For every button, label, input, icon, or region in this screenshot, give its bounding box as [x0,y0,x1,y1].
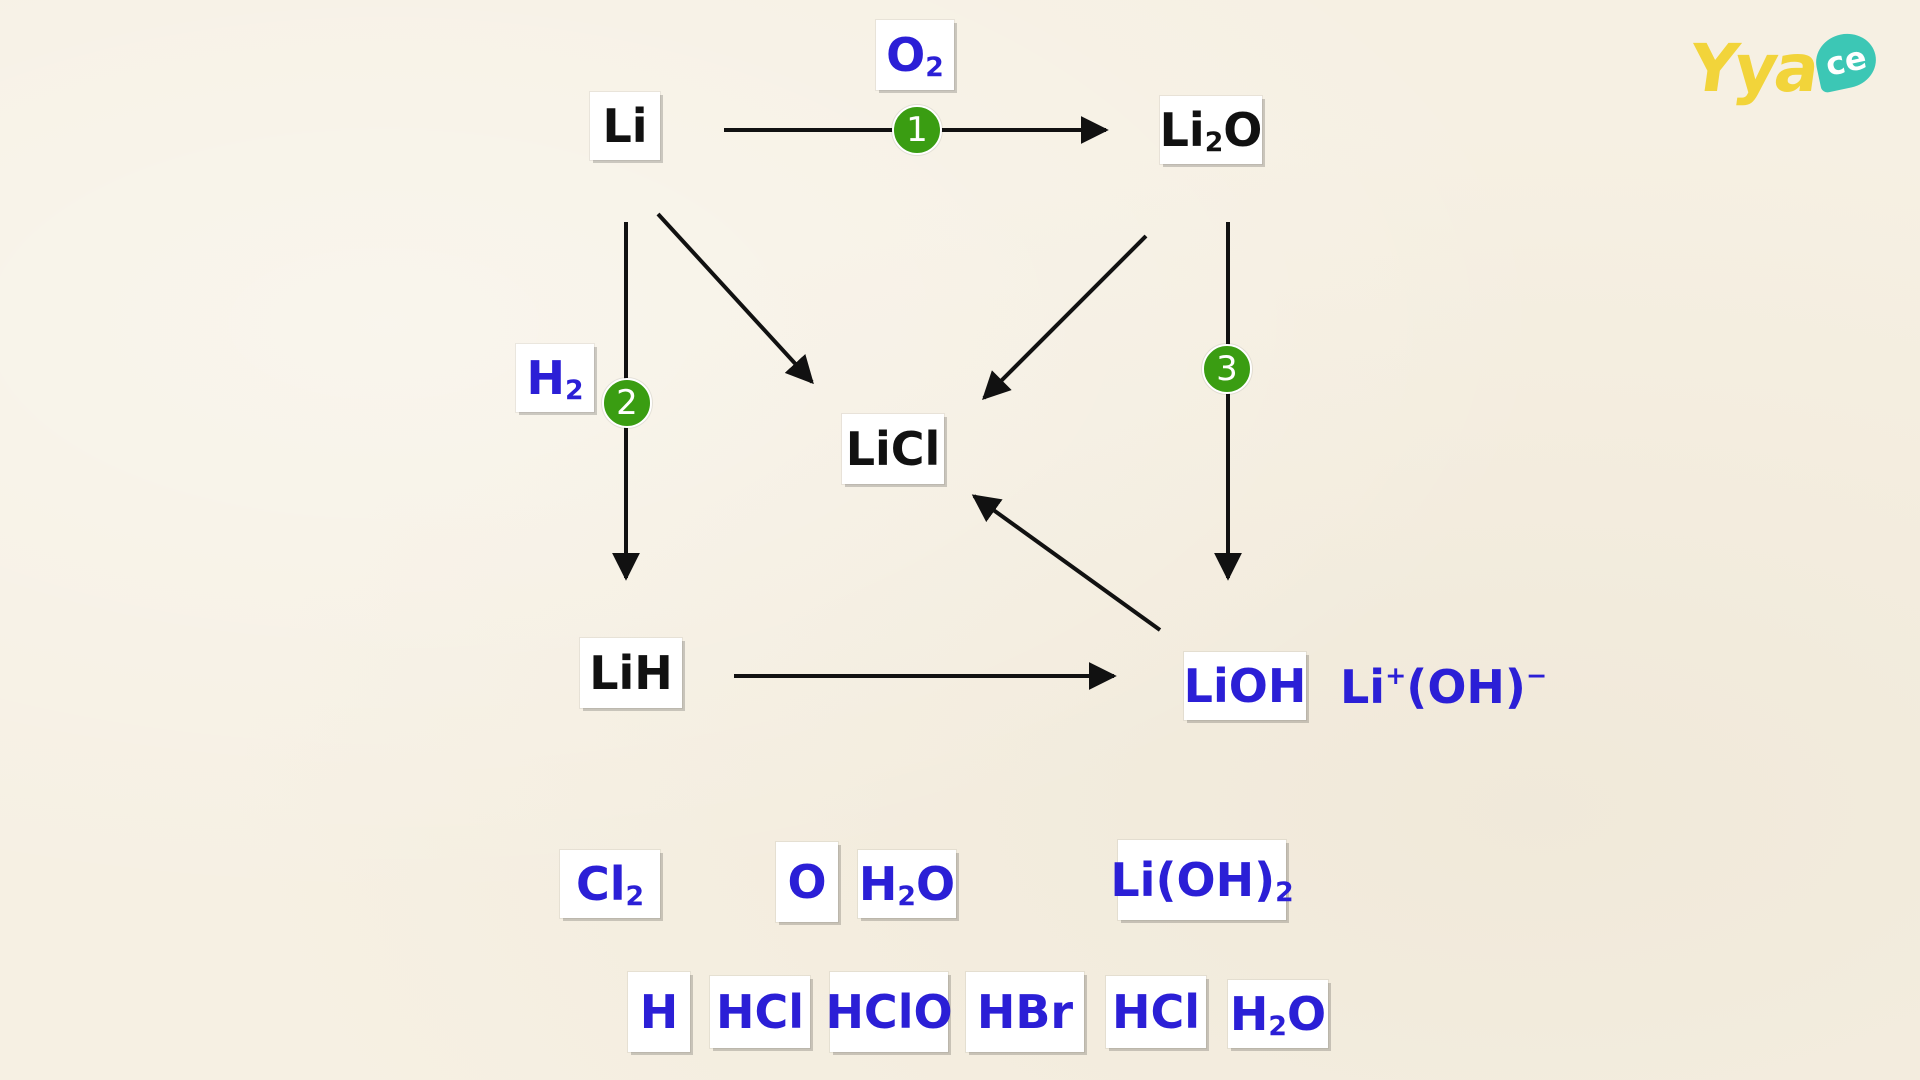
node-lioh[interactable]: LiOH [1184,652,1306,720]
tile-hcl[interactable]: HCl [710,976,810,1048]
arrow-li-to-licl [656,212,814,385]
node-li2o: Li2O [1160,96,1262,164]
arrow-li2o-to-licl [982,234,1148,400]
tile-cl2-label: Cl2 [575,857,645,912]
step-badge-3: 3 [1202,344,1252,394]
tile-cl2[interactable]: Cl2 [560,850,660,918]
tile-hbr-label: HBr [976,985,1074,1039]
reagent-h2-label: H2 [526,351,584,406]
tile-h2o-2[interactable]: H2O [1228,980,1328,1048]
node-lioh-label: LiOH [1183,659,1307,713]
tile-hcl-2[interactable]: HCl [1106,976,1206,1048]
tile-h2o-2-label: H2O [1229,987,1327,1042]
tile-h2o[interactable]: H2O [858,850,956,918]
brand-logo-bubble-icon: ce [1811,28,1881,94]
tile-o-label: O [787,855,827,909]
brand-logo-text: Yya [1684,30,1822,107]
tile-li-oh-2[interactable]: Li(OH)2 [1110,840,1294,920]
lioh-ionic-formula: Li+(OH)− [1340,660,1548,714]
step-badge-1: 1 [892,105,942,155]
node-licl: LiCl [842,414,944,484]
reagent-o2-label: O2 [886,28,944,83]
tile-h-label: H [639,985,679,1039]
arrow-lioh-to-licl [971,494,1162,632]
node-li: Li [590,92,660,160]
node-licl-label: LiCl [845,422,941,476]
tile-hcl-label: HCl [715,985,805,1039]
brand-logo: Yya ce [1685,28,1890,108]
reagent-o2[interactable]: O2 [876,20,954,90]
node-lih: LiH [580,638,682,708]
node-li-label: Li [602,99,648,153]
tile-h2o-label: H2O [858,857,956,912]
node-li2o-label: Li2O [1159,103,1263,158]
step-badge-2: 2 [602,378,652,428]
reagent-h2[interactable]: H2 [516,344,594,412]
tile-hclo-label: HClO [825,985,953,1039]
node-lih-label: LiH [589,646,673,700]
tile-o[interactable]: O [776,842,838,922]
tile-h[interactable]: H [628,972,690,1052]
tile-hcl-2-label: HCl [1111,985,1201,1039]
tile-li-oh-2-label: Li(OH)2 [1110,853,1294,908]
tile-hclo[interactable]: HClO [825,972,953,1052]
tile-hbr[interactable]: HBr [966,972,1084,1052]
